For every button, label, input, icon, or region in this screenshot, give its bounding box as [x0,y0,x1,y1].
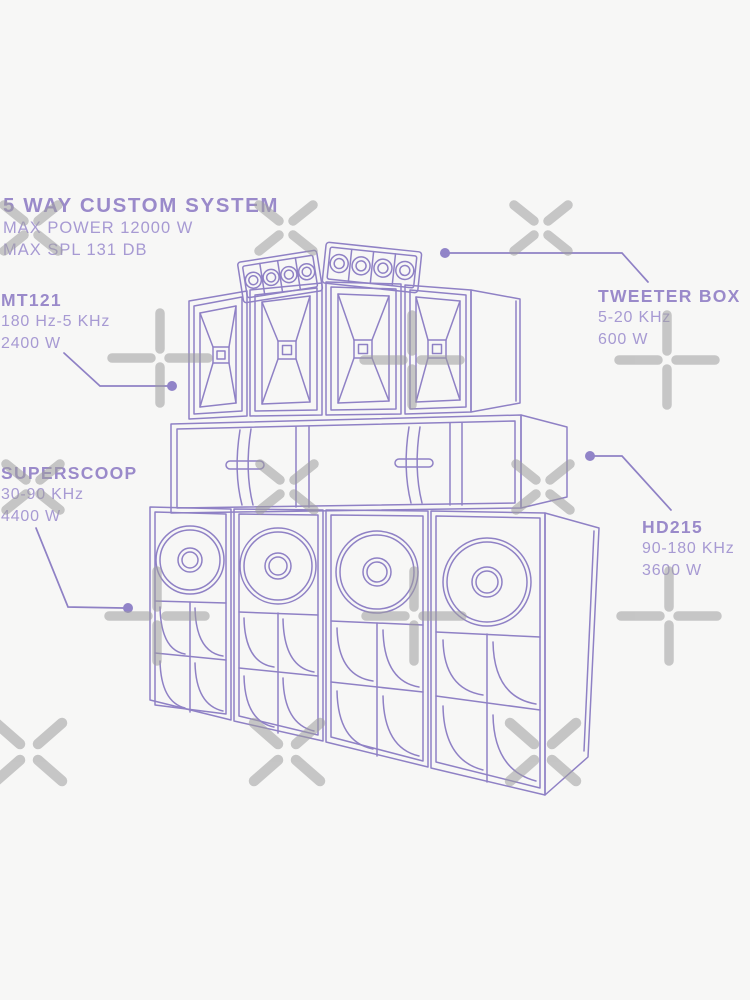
system-title: 5 WAY CUSTOM SYSTEM [3,194,280,217]
scoop-bass-cabinet-2 [233,508,324,742]
mt121-range: 180 Hz-5 KHz [1,313,111,330]
superscoop-range: 30-90 KHz [1,486,84,503]
system-title-block: 5 WAY CUSTOM SYSTEM MAX POWER 12000 W MA… [3,194,279,261]
hd215-pointer-dot [585,451,595,461]
mt121-pointer-dot [167,381,177,391]
leader-lines [35,248,672,613]
tweeter-box-range: 5-20 KHz [598,309,672,326]
mid-high-horn-cabinet-2 [249,282,323,417]
tweeter-box-power: 600 W [598,330,649,348]
superscoop-name: SUPERSCOOP [1,463,138,483]
system-max-spl: MAX SPL 131 DB [3,240,148,259]
label-superscoop: SUPERSCOOP 30-90 KHz 4400 W [1,462,138,527]
label-hd215: HD215 90-180 KHz 3600 W [642,516,735,581]
tweeter-pointer-dot [440,248,450,258]
hd215-range: 90-180 KHz [642,540,735,557]
superscoop-pointer-dot [123,603,133,613]
mt121-power: 2400 W [1,334,61,352]
hd215-name: HD215 [642,517,703,537]
mid-high-horn-cabinet-1 [188,290,248,420]
label-tweeter-box: TWEETER BOX 5-20 KHz 600 W [598,285,741,350]
mid-bass-bin-row [170,414,568,514]
scoop-bass-cabinet-4 [430,510,600,796]
system-max-power: MAX POWER 12000 W [3,219,194,237]
mid-high-horn-cabinet-3 [325,281,402,416]
superscoop-power: 4400 W [1,507,61,525]
hd215-power: 3600 W [642,561,702,579]
mt121-name: MT121 [1,290,62,310]
scoop-bass-cabinet-3 [325,509,429,768]
mid-high-horn-cabinet-4 [404,284,521,415]
scoop-bass-cabinet-1 [149,506,232,721]
label-mt121: MT121 180 Hz-5 KHz 2400 W [1,289,110,354]
tweeter-box-name: TWEETER BOX [598,286,741,306]
